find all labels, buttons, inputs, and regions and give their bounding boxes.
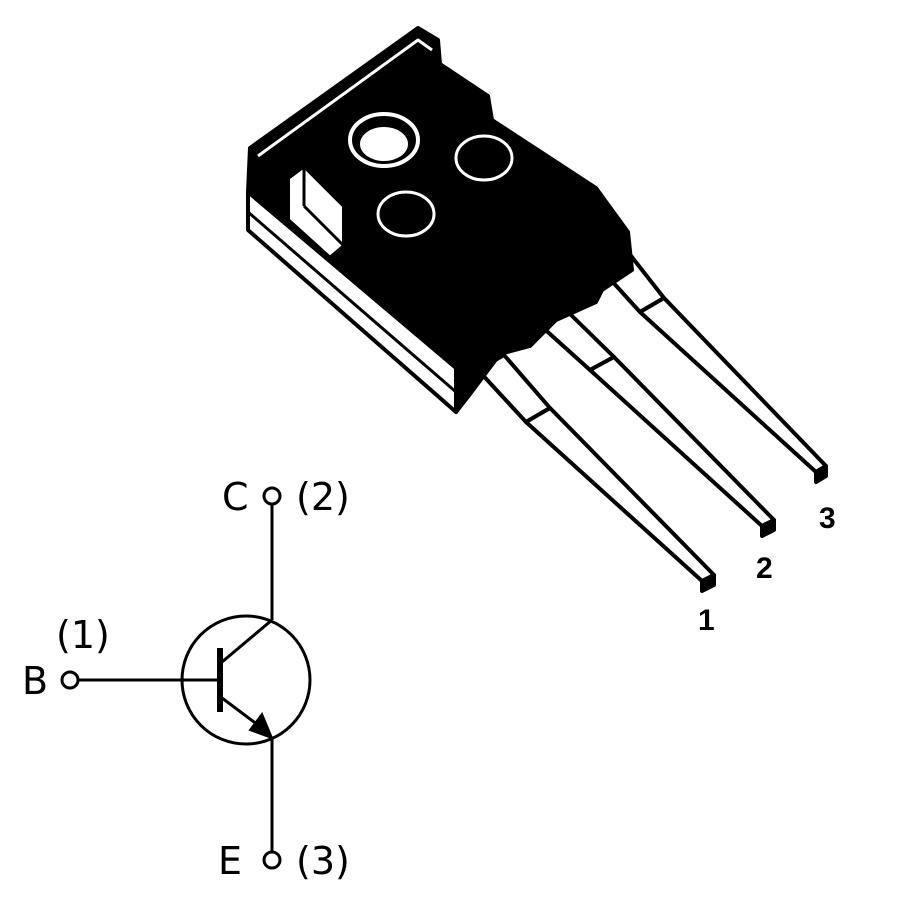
lead-label-2: 2 <box>756 552 773 585</box>
ejector-mark-lower <box>376 190 436 238</box>
collector-diagonal <box>221 618 273 664</box>
ejector-mark-upper <box>454 134 514 182</box>
emitter-terminal <box>262 850 282 870</box>
collector-terminal <box>262 486 282 506</box>
emitter-letter: E <box>218 839 242 883</box>
npn-transistor-symbol <box>60 486 312 870</box>
transistor-package <box>246 26 828 593</box>
base-pin: (1) <box>56 613 110 657</box>
lead-1 <box>476 353 716 593</box>
emitter-arrow-icon <box>248 712 274 740</box>
lead-2 <box>538 308 776 538</box>
base-terminal <box>60 670 80 690</box>
lead-label-1: 1 <box>698 604 715 637</box>
lead-label-3: 3 <box>819 502 836 535</box>
collector-pin: (2) <box>296 475 350 519</box>
emitter-pin: (3) <box>296 839 350 883</box>
base-letter: B <box>22 659 48 703</box>
lead-3 <box>598 250 828 484</box>
package-front-face <box>454 230 634 414</box>
collector-letter: C <box>222 475 249 519</box>
